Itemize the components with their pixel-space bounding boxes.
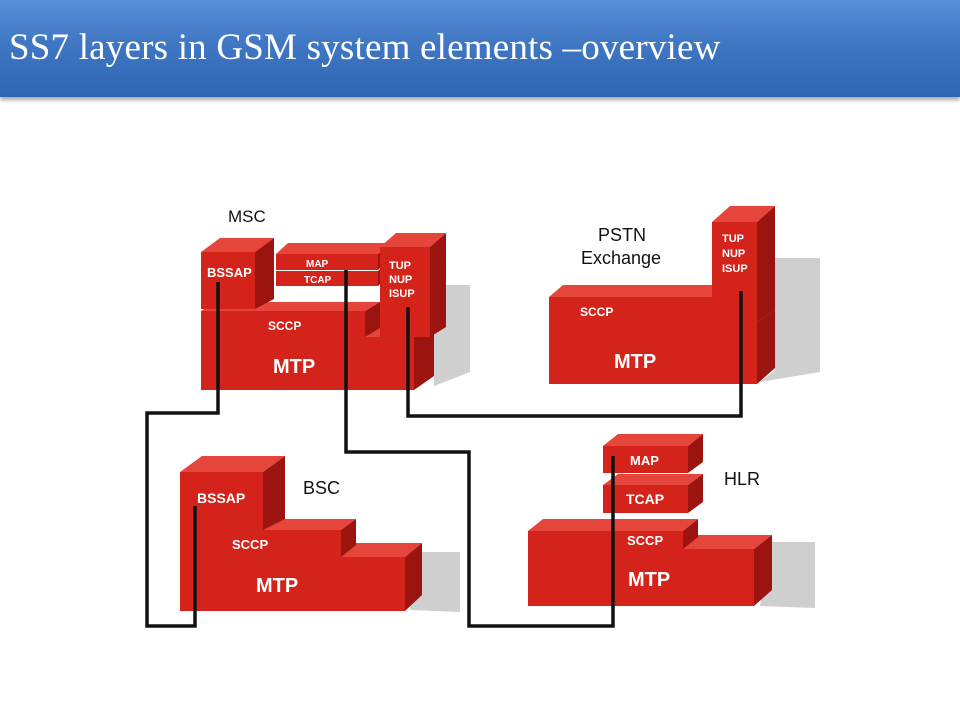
- pstn-sccp-label: SCCP: [580, 305, 613, 319]
- slide-title: SS7 layers in GSM system elements –overv…: [9, 27, 721, 68]
- msc-tup-nup-isup-block: [380, 233, 446, 337]
- msc-hlr-map-link: [344, 270, 615, 628]
- bsc-node: BSC BSSAP SCCP MTP: [180, 456, 422, 611]
- pstn-label-line2: Exchange: [581, 248, 661, 268]
- hlr-map-block: [603, 434, 703, 473]
- pstn-node: PSTN Exchange TUP NUP ISUP SCCP MTP: [549, 206, 775, 384]
- bsc-mtp-label: MTP: [256, 575, 298, 597]
- pstn-tup-nup-isup-block: [712, 206, 775, 322]
- msc-bssap-label: BSSAP: [207, 265, 252, 280]
- hlr-node: HLR MAP TCAP SCCP MTP: [528, 434, 772, 606]
- msc-pstn-isup-link: [406, 291, 743, 418]
- hlr-tcap-block: [603, 474, 703, 513]
- connections: [145, 270, 743, 628]
- msc-tup-label: TUP: [389, 260, 411, 272]
- msc-map-block: [276, 243, 390, 270]
- hlr-mtp-label: MTP: [628, 569, 670, 591]
- bsc-label: BSC: [303, 478, 340, 498]
- pstn-tup-label: TUP: [722, 233, 744, 245]
- pstn-label-line1: PSTN: [598, 225, 646, 245]
- bsc-shadow: [410, 552, 460, 612]
- bsc-bssap-label: BSSAP: [197, 490, 245, 506]
- msc-node: MSC BSSAP MAP TCAP TUP NUP ISUP SCCP MTP: [201, 207, 446, 390]
- pstn-isup-label: ISUP: [722, 263, 748, 275]
- hlr-map-label: MAP: [630, 453, 659, 468]
- bsc-sccp-label: SCCP: [232, 537, 268, 552]
- msc-bssap-block: [201, 238, 274, 309]
- msc-label: MSC: [228, 207, 266, 226]
- title-bar: SS7 layers in GSM system elements –overv…: [0, 0, 960, 97]
- hlr-tcap-label: TCAP: [626, 491, 664, 507]
- hlr-shadow: [760, 542, 815, 608]
- hlr-sccp-label: SCCP: [627, 533, 663, 548]
- msc-isup-label: ISUP: [389, 288, 415, 300]
- msc-map-label: MAP: [306, 259, 329, 270]
- msc-nup-label: NUP: [389, 274, 412, 286]
- hlr-label: HLR: [724, 469, 760, 489]
- msc-sccp-label: SCCP: [268, 319, 301, 333]
- msc-bsc-bssap-link: [145, 282, 220, 628]
- msc-mtp-label: MTP: [273, 356, 315, 378]
- pstn-mtp-label: MTP: [614, 351, 656, 373]
- pstn-sccp-block: [549, 285, 726, 322]
- msc-tcap-label: TCAP: [304, 275, 332, 286]
- pstn-nup-label: NUP: [722, 248, 745, 260]
